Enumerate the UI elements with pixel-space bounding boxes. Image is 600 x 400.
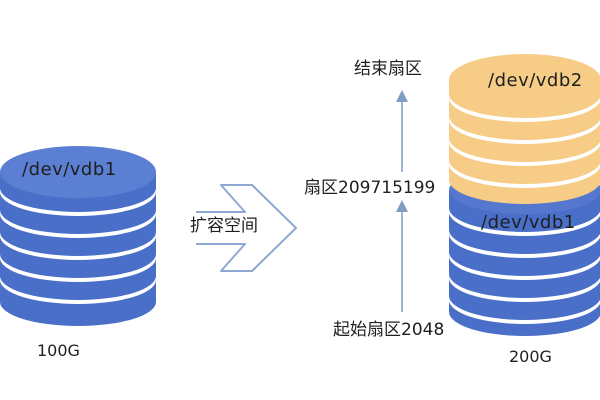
expand-chevron-arrow: [196, 184, 297, 272]
right-disk-size-label: 200G: [509, 347, 552, 366]
left-disk-device-label: /dev/vdb1: [22, 161, 117, 179]
left-disk-top: [0, 146, 156, 212]
right-disk-lower-partition-text: /dev/vdb1: [481, 212, 576, 233]
middle-sector-label: 扇区209715199: [304, 178, 436, 198]
right-disk-upper-partition-text: /dev/vdb2: [488, 70, 583, 91]
right-disk: [449, 54, 600, 336]
left-disk-size-label: 100G: [37, 341, 80, 360]
right-disk-lower-partition-label: /dev/vdb1: [481, 214, 576, 232]
expand-space-label: 扩容空间: [190, 216, 258, 236]
left-disk: [0, 146, 156, 326]
right-disk-upper-partition-label: /dev/vdb2: [488, 72, 583, 90]
start-sector-label: 起始扇区2048: [333, 320, 445, 340]
right-disk-upper-top: [449, 54, 600, 118]
end-sector-label: 结束扇区: [354, 59, 422, 79]
left-disk-device-text: /dev/vdb1: [22, 159, 117, 180]
